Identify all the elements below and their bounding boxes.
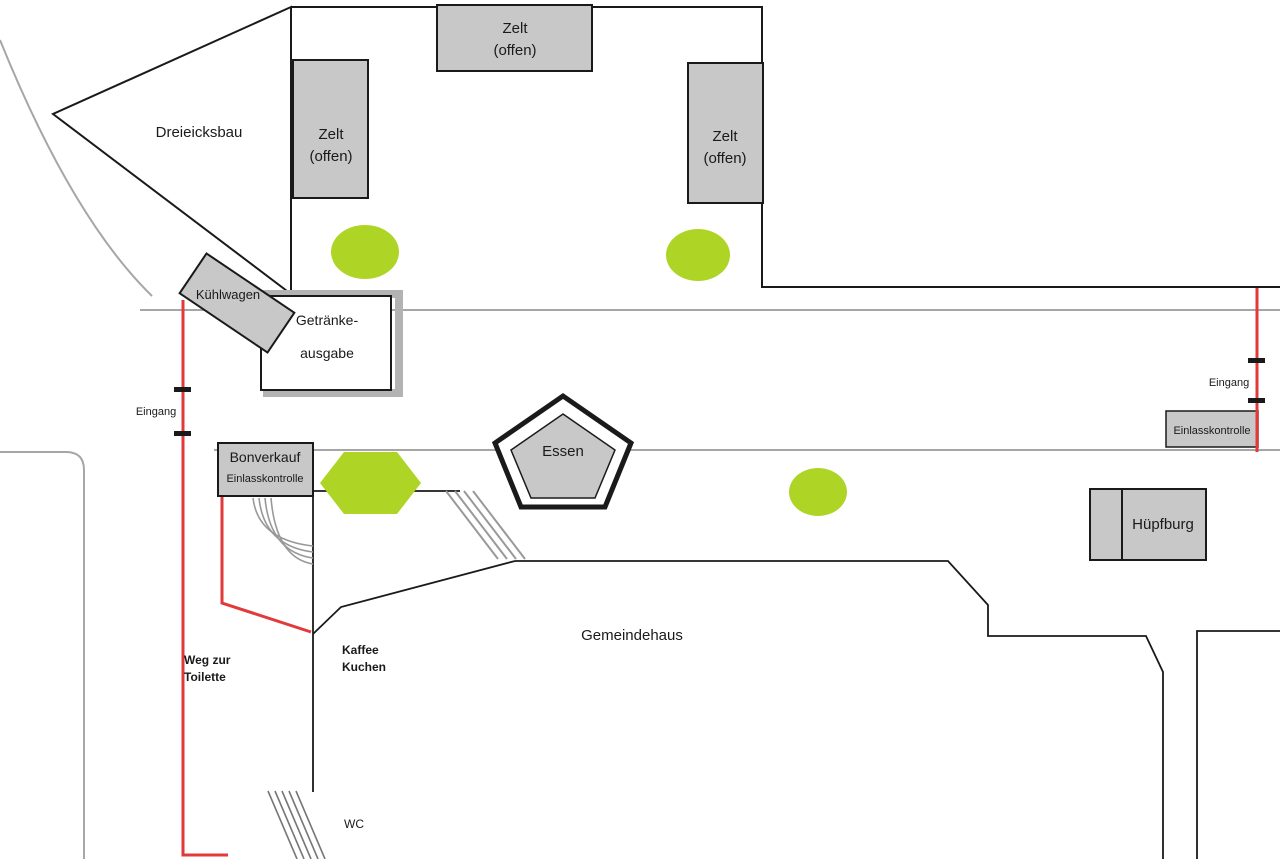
tree-lower (789, 468, 847, 516)
label-eingang-left: Eingang (136, 406, 176, 418)
label-tent-left-1: Zelt (318, 126, 344, 143)
stairs-hatch-terrace (445, 490, 526, 560)
tent-right (687, 62, 764, 204)
property-corner-right (1196, 630, 1280, 859)
huepfburg-box (1089, 488, 1207, 561)
tick-left-2 (174, 431, 191, 436)
label-tent-top-1: Zelt (502, 20, 528, 37)
label-bonverkauf-2: Einlasskontrolle (226, 473, 303, 485)
dreieicksbau-outline (51, 5, 292, 297)
essen-pavilion (491, 392, 635, 510)
label-weg-1: Weg zur (184, 653, 231, 667)
kuehlwagen-box (178, 252, 296, 354)
tick-right-1 (1248, 358, 1265, 363)
greenery (320, 225, 847, 516)
label-getraenke-2: ausgabe (300, 345, 354, 361)
bonverkauf-box (217, 442, 314, 497)
label-tent-right-2: (offen) (703, 150, 746, 167)
stairs-fan-bonverkauf (252, 497, 314, 565)
tent-left (292, 59, 369, 199)
green-hexagon (320, 452, 421, 514)
tree-right (666, 229, 730, 281)
label-essen: Essen (542, 443, 584, 460)
building-main-edge (515, 560, 1164, 859)
einlasskontrolle-box (1165, 410, 1259, 448)
label-huepfburg: Hüpfburg (1132, 516, 1194, 533)
label-tent-right-1: Zelt (712, 128, 738, 145)
label-gemeindehaus: Gemeindehaus (581, 627, 683, 644)
label-wc: WC (344, 817, 364, 831)
label-tent-left-2: (offen) (309, 148, 352, 165)
tick-right-2 (1248, 398, 1265, 403)
tick-left-1 (174, 387, 191, 392)
label-tent-top-2: (offen) (493, 42, 536, 59)
street-curve-topleft (0, 39, 153, 297)
label-kuehlwagen: Kühlwagen (196, 287, 260, 302)
stairs-wc (267, 790, 326, 859)
label-einlasskontrolle-right: Einlasskontrolle (1173, 425, 1250, 437)
street-corner-bottomleft (0, 451, 85, 859)
red-routes (181, 288, 1259, 857)
label-weg-2: Toilette (184, 670, 226, 684)
streets (0, 39, 1280, 859)
labels: Dreieicksbau Zelt (offen) Zelt (offen) Z… (136, 20, 1251, 831)
label-bonverkauf-1: Bonverkauf (230, 449, 301, 465)
entrance-ticks (174, 358, 1265, 436)
essen-inner (510, 413, 616, 499)
label-eingang-right: Eingang (1209, 377, 1249, 389)
label-getraenke-1: Getränke- (296, 312, 359, 328)
building-ramp-edge (312, 560, 516, 635)
label-kaffee-2: Kuchen (342, 660, 386, 674)
route-toilette (181, 300, 228, 857)
label-dreieicksbau: Dreieicksbau (156, 124, 243, 141)
route-bonverkauf (220, 497, 312, 634)
tree-left (331, 225, 399, 279)
tent-top (436, 4, 593, 72)
tents (292, 4, 764, 204)
label-kaffee-1: Kaffee (342, 643, 379, 657)
